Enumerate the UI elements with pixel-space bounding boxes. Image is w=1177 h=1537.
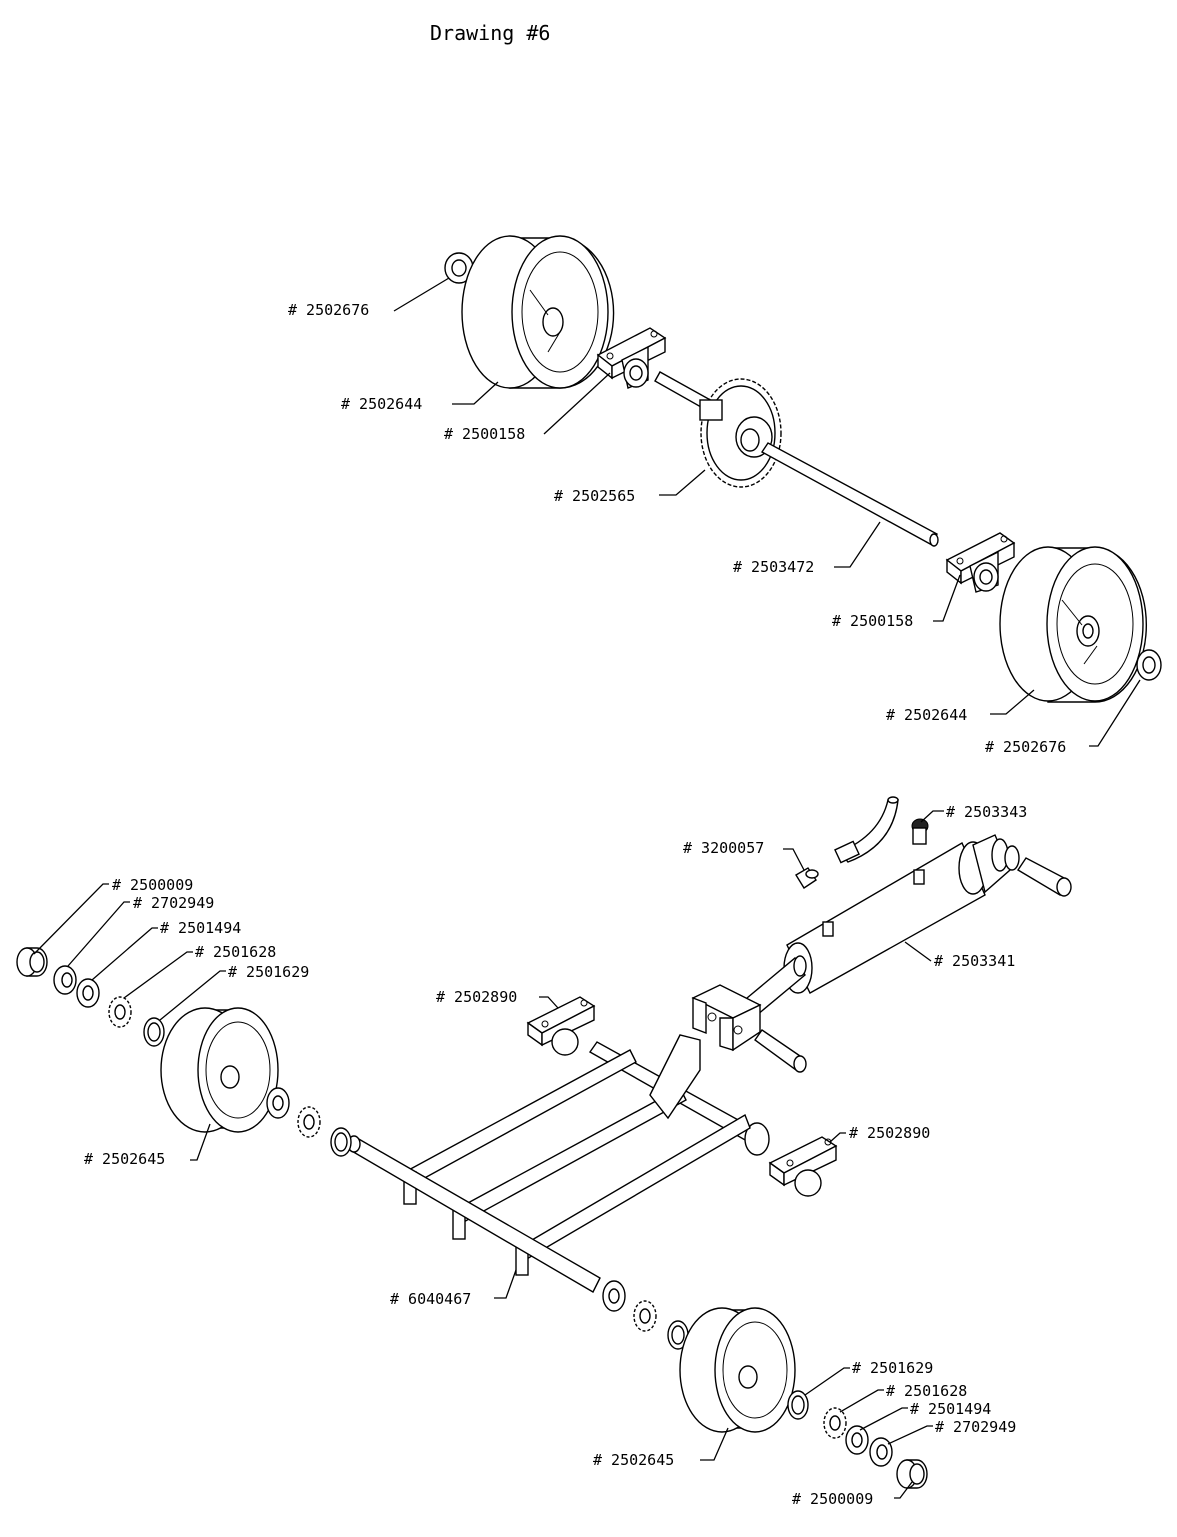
part-label: # 2503341 [934,952,1015,970]
hose-part [834,796,899,864]
part-label: # 2501629 [228,963,309,981]
washer-part [1136,649,1162,681]
bearing-block-part [526,996,596,1056]
part-label: # 2500158 [832,612,913,630]
ring-part [330,1127,352,1157]
seal-part [845,1425,869,1455]
part-label: # 2500009 [792,1490,873,1508]
cap-part [911,818,929,845]
ring-part [787,1390,809,1420]
top-axle-assembly [444,235,1162,703]
part-label: # 2501494 [160,919,241,937]
part-label: # 2501628 [886,1382,967,1400]
collar-part [16,947,48,977]
axle-shaft-part [760,442,938,546]
bearing-block-part [596,327,667,389]
wheel-part [999,546,1148,703]
bearing-block-part [768,1136,838,1197]
seal-part [266,1087,290,1119]
clevis-part [691,984,762,1052]
part-label: # 2501494 [910,1400,991,1418]
bearing-part [108,996,132,1028]
part-label: # 2503343 [946,803,1027,821]
wheel-part [679,1307,796,1433]
part-label: # 2501629 [852,1359,933,1377]
bearing-part [823,1407,847,1439]
bearing-block-part [945,532,1016,593]
cylinder-part [746,834,1020,1017]
seal-part [602,1280,626,1312]
part-label: # 2500009 [112,876,193,894]
fitting-part [795,867,819,889]
wheel-part [461,235,615,389]
sprocket-part [699,378,782,488]
part-label: # 3200057 [683,839,764,857]
part-label: # 2502890 [436,988,517,1006]
ring-part [143,1017,165,1047]
drawing-title: Drawing #6 [430,21,550,45]
part-label: # 2502565 [554,487,635,505]
frame-part [347,1034,770,1293]
part-label: # 2500158 [444,425,525,443]
seal-part [76,978,100,1008]
bearing-part [633,1300,657,1332]
part-label: # 2502645 [593,1451,674,1469]
part-label: # 2503472 [733,558,814,576]
part-label: # 2702949 [133,894,214,912]
wheel-part [160,1007,279,1133]
part-label: # 6040467 [390,1290,471,1308]
part-label: # 2502890 [849,1124,930,1142]
part-labels: # 2502676 # 2502644 # 2500158 # 2502565 … [84,301,1066,1508]
bottom-frame-assembly [16,796,1072,1489]
part-label: # 2501628 [195,943,276,961]
part-label: # 2502676 [288,301,369,319]
collar-part [896,1459,928,1489]
part-label: # 2502644 [886,706,967,724]
washer-part [53,965,77,995]
washer-part [869,1437,893,1467]
bearing-part [297,1106,321,1138]
leader-lines [33,277,1141,1499]
part-label: # 2502676 [985,738,1066,756]
part-label: # 2502644 [341,395,422,413]
part-label: # 2502645 [84,1150,165,1168]
part-label: # 2702949 [935,1418,1016,1436]
